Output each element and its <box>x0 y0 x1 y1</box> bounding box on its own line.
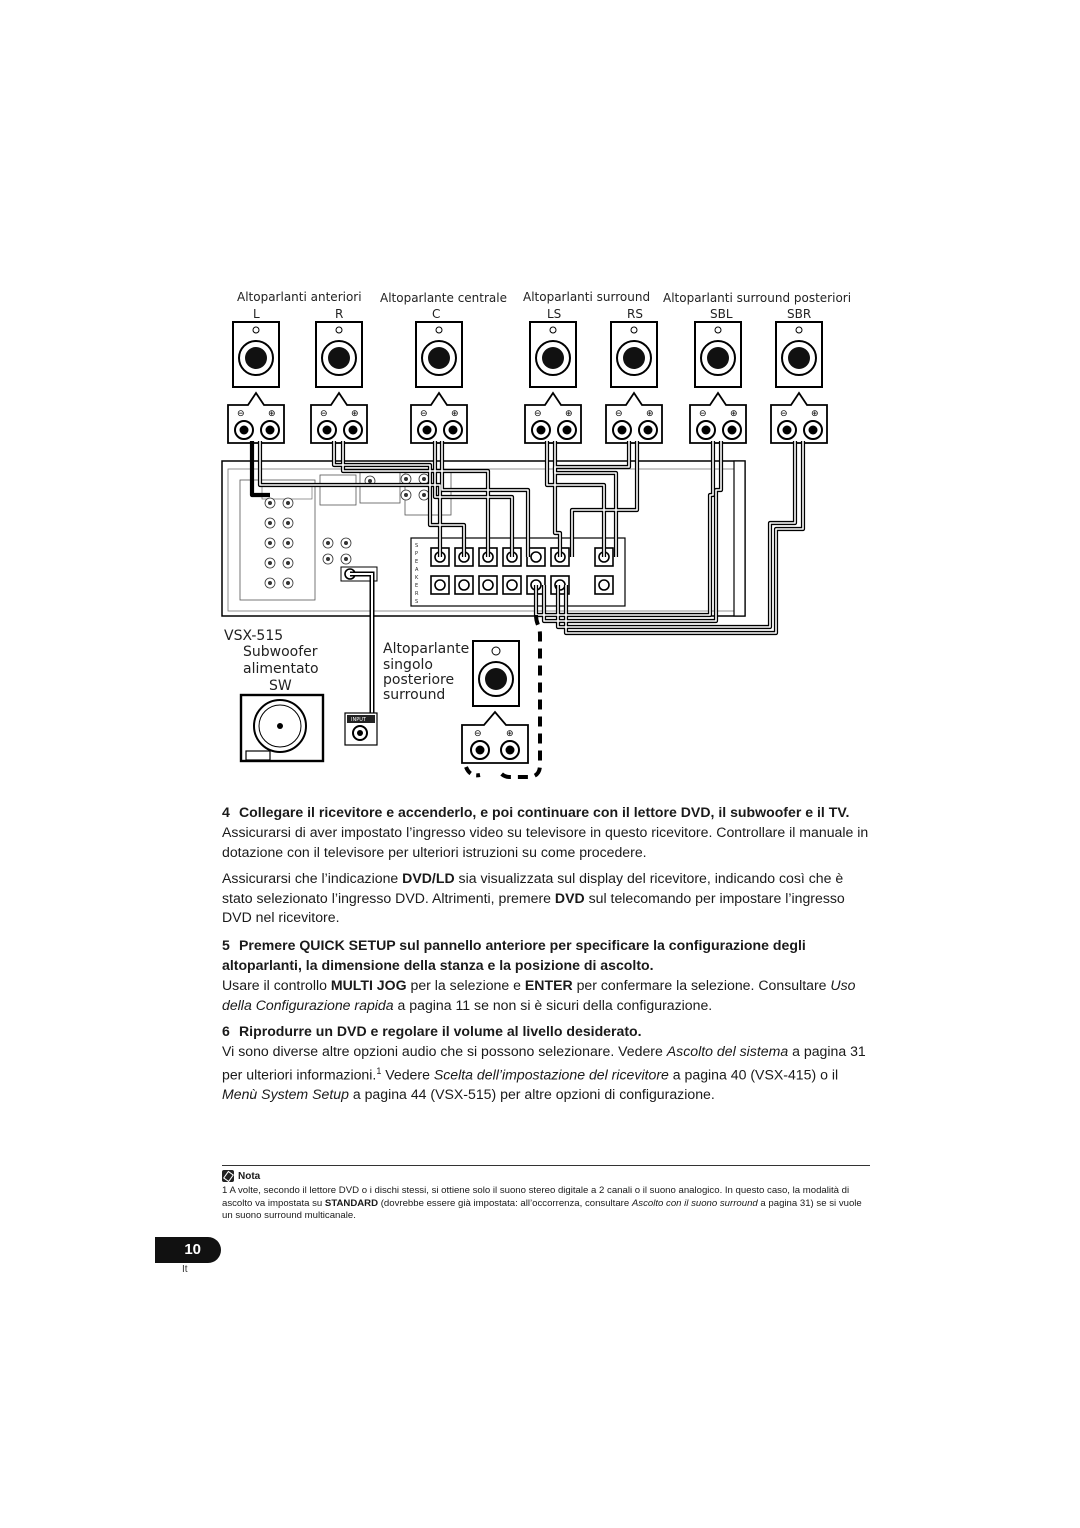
page-number-tab: 10 <box>155 1237 221 1263</box>
channel-label-r: R <box>335 307 343 321</box>
channel-label-rs: RS <box>627 307 643 321</box>
pencil-note-icon <box>222 1170 234 1182</box>
minus-sign-icon: ⊖ <box>237 409 245 419</box>
speaker-surround-right <box>610 321 658 388</box>
subwoofer-label-2: alimentato <box>243 661 319 677</box>
svg-text:⊕: ⊕ <box>506 729 514 739</box>
step-6: 6 Riprodurre un DVD e regolare il volume … <box>222 1022 870 1104</box>
single-rear-label-3: posteriore <box>383 672 454 688</box>
speakers-vertical-label: S <box>415 543 418 549</box>
svg-text:E: E <box>415 583 418 589</box>
svg-text:E: E <box>415 559 418 565</box>
step-6-number: 6 <box>222 1023 230 1040</box>
subwoofer-input-label: INPUT <box>351 717 367 723</box>
svg-text:K: K <box>415 575 419 581</box>
step-6-paragraph: Vi sono diverse altre opzioni audio che … <box>222 1043 866 1102</box>
minus-sign-icon: ⊖ <box>615 409 623 419</box>
step-4-paragraph-1: Assicurarsi di aver impostato l’ingresso… <box>222 824 869 860</box>
speaker-front-left <box>232 321 280 388</box>
quick-setup-reference: Uso della Configurazione rapida <box>222 977 856 1013</box>
surround-back-speakers-label: Altoparlanti surround posteriori <box>663 291 851 305</box>
svg-text:P: P <box>415 551 418 557</box>
step-4-number: 4 <box>222 804 230 820</box>
minus-sign-icon: ⊖ <box>320 409 328 419</box>
plus-sign-icon: ⊕ <box>730 409 738 419</box>
instructions: 4 Collegare il ricevitore e accenderlo, e… <box>222 803 870 1104</box>
plus-sign-icon: ⊕ <box>811 409 819 419</box>
model-label: VSX-515 <box>224 628 283 644</box>
page-number: 10 <box>184 1241 201 1258</box>
note-header: Nota <box>222 1170 870 1182</box>
step-6-title-text: Riprodurre un DVD e regolare il volume a… <box>239 1023 642 1040</box>
speaker-surround-back-right <box>775 321 823 388</box>
subwoofer-label-1: Subwoofer <box>243 644 318 660</box>
note-title: Nota <box>238 1170 261 1182</box>
plus-sign-icon: ⊕ <box>351 409 359 419</box>
plus-sign-icon: ⊕ <box>646 409 654 419</box>
svg-text:⊖: ⊖ <box>474 729 482 739</box>
receiver-speaker-terminals <box>430 547 614 595</box>
speaker-connection-diagram: Altoparlanti anteriori Altoparlante cent… <box>221 290 851 779</box>
minus-sign-icon: ⊖ <box>699 409 707 419</box>
channel-label-c: C <box>432 307 440 321</box>
channel-label-ls: LS <box>547 307 561 321</box>
svg-text:R: R <box>415 591 419 597</box>
channel-label-sbl: SBL <box>710 307 733 321</box>
speaker-surround-back-left <box>694 321 742 388</box>
step-4-title: 4 Collegare il ricevitore e accenderlo, e… <box>222 803 870 822</box>
channel-label-sbr: SBR <box>787 307 811 321</box>
speaker-surround-left <box>529 321 577 388</box>
step-5-number: 5 <box>222 937 230 954</box>
center-speaker-label: Altoparlante centrale <box>380 291 507 305</box>
subwoofer-unit: INPUT <box>239 693 378 763</box>
svg-text:A: A <box>415 567 419 573</box>
channel-label-l: L <box>253 307 260 321</box>
footnote-marker: 1 <box>376 1065 382 1076</box>
step-5-title-text: Premere QUICK SETUP sul pannello anterio… <box>222 937 806 973</box>
svg-text:S: S <box>415 599 418 605</box>
step-4-paragraph-2: Assicurarsi che l’indicazione DVD/LD sia… <box>222 870 845 926</box>
footnote-section: Nota 1 A volte, secondo il lettore DVD o… <box>222 1165 870 1223</box>
note-text: 1 A volte, secondo il lettore DVD o i di… <box>222 1185 862 1222</box>
plus-sign-icon: ⊕ <box>451 409 459 419</box>
plus-sign-icon: ⊕ <box>268 409 276 419</box>
language-code: It <box>182 1264 188 1275</box>
front-speakers-label: Altoparlanti anteriori <box>237 290 362 304</box>
surround-speakers-label: Altoparlanti surround <box>523 290 650 304</box>
single-rear-label-1: Altoparlante <box>383 641 469 657</box>
minus-sign-icon: ⊖ <box>780 409 788 419</box>
speaker-front-right <box>315 321 363 388</box>
speaker-center <box>415 321 463 388</box>
step-4-title-text: Collegare il ricevitore e accenderlo, e … <box>239 804 850 820</box>
dvd-button-text: DVD <box>554 889 585 906</box>
single-rear-label-4: surround <box>383 687 445 703</box>
single-rear-dashed-cable <box>496 614 542 779</box>
speaker-single-surround-back <box>472 640 520 707</box>
single-rear-terminal-posts: ⊖ ⊕ <box>470 729 520 760</box>
single-rear-label-2: singolo <box>383 657 433 673</box>
dvd-ld-indicator-text: DVD/LD <box>402 870 455 887</box>
minus-sign-icon: ⊖ <box>420 409 428 419</box>
subwoofer-label-3: SW <box>269 678 292 694</box>
step-4: 4 Collegare il ricevitore e accenderlo, e… <box>222 803 870 927</box>
plus-sign-icon: ⊕ <box>565 409 573 419</box>
step-5-paragraph: Usare il controllo MULTI JOG per la sele… <box>222 977 856 1013</box>
minus-sign-icon: ⊖ <box>534 409 542 419</box>
speaker-terminal-posts: ⊖ ⊕ ⊖ ⊕ ⊖ ⊕ ⊖ ⊕ ⊖ ⊕ ⊖ ⊕ ⊖ ⊕ <box>234 409 823 440</box>
step-6-title: 6 Riprodurre un DVD e regolare il volume … <box>222 1022 870 1041</box>
